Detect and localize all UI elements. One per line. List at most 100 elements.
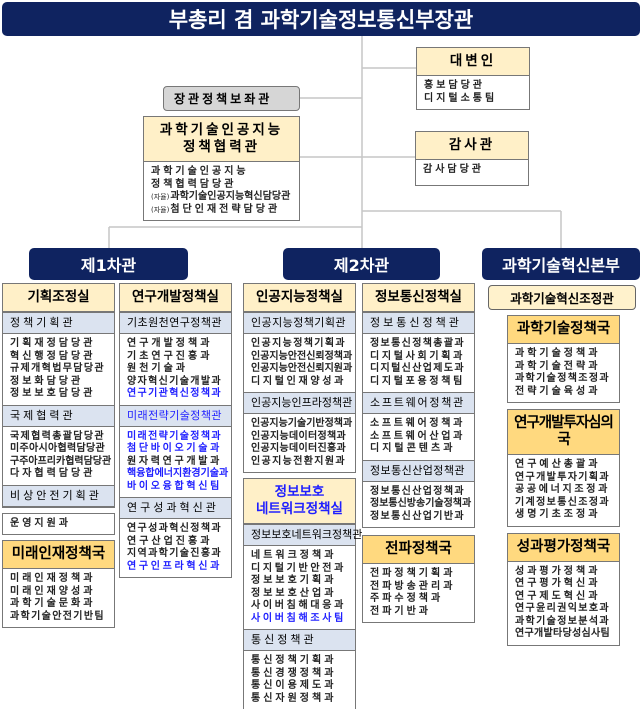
list-item[interactable]: 통신이용제도과 [251, 680, 348, 693]
list-item[interactable]: 정보통신산업정책과 [370, 486, 467, 499]
list-item[interactable]: 전략기술육성과 [515, 386, 612, 399]
list-item[interactable]: 기획재정담당관 [10, 338, 107, 351]
innovation-coordinator[interactable]: 과학기술혁신조정관 [488, 285, 636, 310]
section-header[interactable]: 연구성과혁신관 [120, 497, 231, 519]
section-header[interactable]: 인공지능정책기획관 [244, 312, 355, 334]
list-item[interactable]: 정보통신산업기반과 [370, 511, 467, 524]
list-item[interactable]: 홍보담당관 [424, 80, 522, 93]
list-item[interactable]: 지역과학기술진흥과 [127, 548, 224, 561]
list-item[interactable]: 미래전략기술정책과 [127, 431, 224, 444]
list-item[interactable]: 사이버침해대응과 [251, 600, 348, 613]
list-item[interactable]: 미주아시아협력담당관 [10, 443, 107, 456]
box-header[interactable]: 감사관 [416, 132, 528, 160]
list-item[interactable]: 전파기반과 [370, 606, 467, 619]
section-header[interactable]: 비상안전기획관 [3, 484, 114, 507]
section-header[interactable]: 통신정책관 [244, 629, 355, 651]
section-header[interactable]: 국제협력관 [3, 404, 114, 427]
list-item[interactable]: 전파정책기획과 [370, 568, 467, 581]
list-item[interactable]: 과학기술안전기반팀 [10, 611, 107, 624]
list-item[interactable]: 양자혁신기술개발과 [127, 376, 224, 389]
list-item[interactable]: 과학기술정책과 [515, 348, 612, 361]
list-item[interactable]: 인공지능데이터진흥과 [251, 443, 348, 456]
box-header[interactable]: 연구개발투자심의국 [508, 410, 619, 455]
list-item[interactable]: 연구기관혁신정책과 [127, 388, 224, 401]
list-item[interactable]: (자율)과학기술인공지능혁신담당관 [151, 191, 292, 204]
section-header[interactable]: 정보통신정책관 [363, 312, 474, 334]
list-item[interactable]: 정보보호산업과 [251, 588, 348, 601]
list-item[interactable]: 과학기술정보분석과 [515, 616, 612, 629]
list-item[interactable]: 미래인재정책과 [10, 573, 107, 586]
list-item[interactable]: 연구평가혁신과 [515, 578, 612, 591]
list-item[interactable]: (자율)첨단인재전략담당관 [151, 204, 292, 217]
list-item[interactable]: 기계정보통신조정과 [515, 497, 612, 510]
box-header[interactable]: 대변인 [417, 48, 529, 76]
list-item[interactable]: 사이버침해조사팀 [251, 613, 348, 626]
list-item[interactable]: 인공지능기술기반정책과 [251, 418, 352, 431]
vice-minister-1[interactable]: 제1차관 [29, 248, 188, 280]
list-item[interactable]: 정보통신방송기술정책과 [370, 498, 471, 511]
list-item[interactable]: 전파방송관리과 [370, 581, 467, 594]
list-item[interactable]: 미래인재양성과 [10, 586, 107, 599]
box-header[interactable]: 연구개발정책실 [120, 284, 231, 312]
list-item[interactable]: 연구성과혁신정책과 [127, 523, 224, 536]
list-item[interactable]: 디지털소통팀 [424, 93, 522, 106]
list-item[interactable]: 과학기술정책조정과 [515, 373, 612, 386]
list-item[interactable]: 연구예산총괄과 [515, 459, 612, 472]
list-item[interactable]: 기초연구진흥과 [127, 351, 224, 364]
list-item[interactable]: 연구개발타당성심사팀 [515, 628, 612, 641]
list-item[interactable]: 인공지능안전신뢰정책과 [251, 351, 352, 364]
box-header[interactable]: 성과평가정책국 [508, 533, 619, 562]
list-item[interactable]: 연구윤리권익보호과 [515, 603, 612, 616]
list-item[interactable]: 통신정책기획과 [251, 655, 348, 668]
list-item[interactable]: 연구개발정책과 [127, 338, 224, 351]
list-item[interactable]: 연구제도혁신과 [515, 591, 612, 604]
box-header[interactable]: 정보통신정책실 [363, 284, 474, 312]
list-item[interactable]: 통신자원정책과 [251, 693, 348, 706]
list-item[interactable]: 디지털기반안전과 [251, 563, 348, 576]
list-item[interactable]: 디지털포용정책팀 [370, 376, 467, 389]
list-item[interactable]: 연구개발투자기획과 [515, 472, 612, 485]
list-item[interactable]: 인공지능정책기획과 [251, 338, 348, 351]
list-item[interactable]: 디지털인재양성과 [251, 376, 348, 389]
list-item[interactable]: 감사담당관 [423, 164, 521, 177]
list-item[interactable]: 과학기술전략과 [515, 361, 612, 374]
list-item[interactable]: 구주아프리카협력담당관 [10, 456, 111, 469]
list-item[interactable]: 정보화담당관 [10, 376, 107, 389]
box-header[interactable]: 과학기술정책국 [508, 316, 619, 344]
list-item[interactable]: 인공지능안전신뢰지원과 [251, 363, 352, 376]
list-item[interactable]: 과학기술문화과 [10, 598, 107, 611]
section-header[interactable]: 기초원천연구정책관 [120, 312, 231, 334]
list-item[interactable]: 주파수정책과 [370, 593, 467, 606]
list-item[interactable]: 디지털사회기획과 [370, 351, 467, 364]
box-header[interactable]: 기획조정실 [3, 284, 114, 312]
list-item[interactable]: 정보통신정책총괄과 [370, 338, 467, 351]
list-item[interactable]: 다자협력담당관 [10, 468, 107, 481]
box-header[interactable]: 미래인재정책국 [3, 541, 114, 569]
list-item[interactable]: 과학기술인공지능 [151, 166, 292, 179]
list-item[interactable]: 디지털신산업제도과 [370, 363, 467, 376]
vice-minister-2[interactable]: 제2차관 [283, 248, 440, 280]
list-item[interactable]: 규제개혁법무담당관 [10, 363, 107, 376]
list-item[interactable]: 정보보호담당관 [10, 388, 107, 401]
section-header[interactable]: 정보통신산업정책관 [363, 459, 474, 482]
list-item[interactable]: 핵융합에너지환경기술과 [127, 468, 228, 481]
section-header[interactable]: 소프트웨어정책관 [363, 392, 474, 414]
list-item[interactable]: 성과평가정책과 [515, 566, 612, 579]
list-item[interactable]: 소프트웨어정책과 [370, 418, 467, 431]
list-item[interactable]: 원천기술과 [127, 363, 224, 376]
policy-advisor-box[interactable]: 장관정책보좌관 [163, 86, 300, 111]
list-item[interactable]: 연구산업진흥과 [127, 536, 224, 549]
list-item[interactable]: 생명기초조정과 [515, 509, 612, 522]
list-item[interactable]: 통신경쟁정책과 [251, 668, 348, 681]
list-item[interactable]: 네트워크정책과 [251, 550, 348, 563]
list-item[interactable]: 디지털콘텐츠과 [370, 443, 467, 456]
list-item[interactable]: 바이오융합혁신팀 [127, 481, 224, 494]
section-header[interactable]: 정책기획관 [3, 312, 114, 334]
list-item[interactable]: 인공지능전환지원과 [251, 456, 348, 469]
section-header[interactable]: 미래전략기술정책관 [120, 404, 231, 427]
list-item[interactable]: 운영지원과 [10, 518, 107, 531]
list-item[interactable]: 인공지능데이터정책과 [251, 431, 348, 444]
section-header[interactable]: 정보보호네트워크정책관 [244, 524, 362, 546]
